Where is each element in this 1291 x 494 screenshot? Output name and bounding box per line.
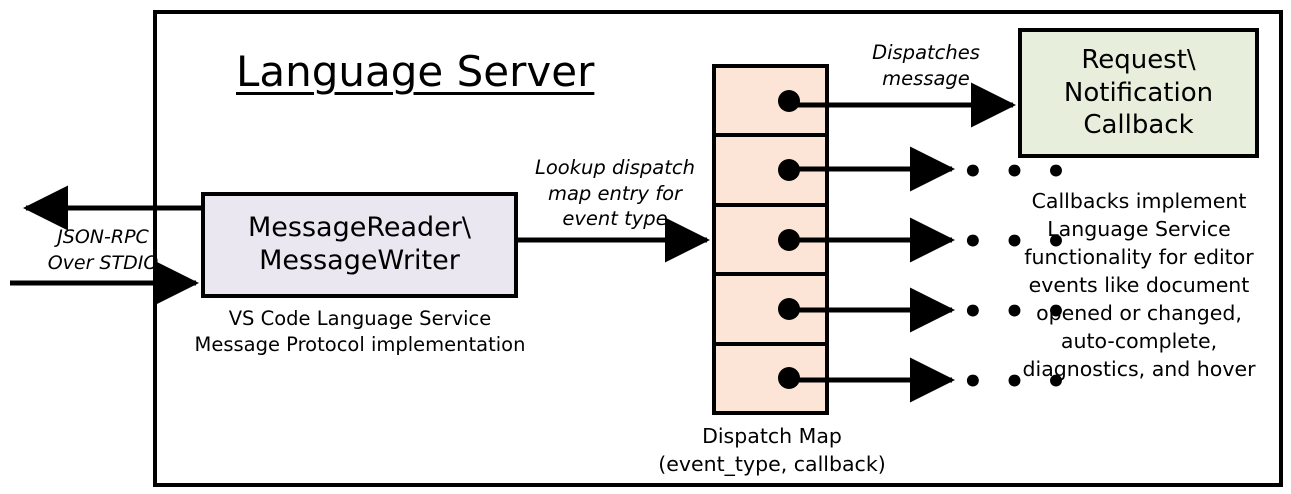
ellipsis-row-5: • • • [962,362,1071,402]
callback-description-line6: auto-complete, [1060,329,1218,354]
callback-box-line1: Request\ [1081,44,1196,75]
table-row [716,276,825,346]
table-row [716,137,825,207]
callback-box-line3: Callback [1083,110,1194,141]
callback-dot-icon [778,228,800,251]
callback-description-line1: Callbacks implement [1031,189,1247,213]
lookup-edge-label-line2: map entry for [547,181,683,205]
message-box-caption-line1: VS Code Language Service [228,307,492,330]
message-box-caption: VS Code Language Service Message Protoco… [185,306,535,359]
transport-label: JSON-RPC Over STDIO [28,224,178,276]
dispatch-edge-label-line1: Dispatches [872,41,980,64]
message-box-line2: MessageWriter [259,245,460,276]
table-row [716,346,825,411]
dispatch-map-caption-line2: (event_type, callback) [658,451,886,476]
callback-box-line2: Notification [1063,77,1214,108]
callback-description-line3: functionality for editor [1024,245,1254,270]
message-box-line1: MessageReader\ [248,212,471,244]
ellipsis-row-4: • • • [962,292,1071,332]
language-server-frame [153,10,1283,487]
dispatch-map-table [712,64,829,415]
message-reader-writer-box: MessageReader\ MessageWriter [201,192,518,298]
ellipsis-row-2: • • • [962,152,1071,192]
lookup-edge-label-line3: event type [562,207,668,231]
lookup-edge-label: Lookup dispatch map entry for event type [520,155,710,232]
transport-label-line2: Over STDIO [47,252,159,275]
callback-dot-icon [778,159,800,182]
table-row [716,68,825,138]
callback-dot-icon [778,297,800,320]
dispatch-map-caption-line1: Dispatch Map [702,424,842,448]
callback-description-line2: Language Service [1047,217,1231,242]
callback-description-line5: opened or changed, [1036,301,1242,326]
transport-label-line1: JSON-RPC [57,226,149,248]
callback-description-line7: diagnostics, and hover [1022,357,1256,382]
dispatch-map-caption: Dispatch Map (event_type, callback) [642,423,902,478]
callback-description-line4: events like document [1028,273,1250,298]
message-box-caption-line2: Message Protocol implementation [194,333,526,357]
lookup-edge-label-line1: Lookup dispatch [535,156,695,179]
ellipsis-row-3: • • • [962,222,1071,262]
callback-dot-icon [778,89,800,112]
request-notification-callback-box: Request\ Notification Callback [1018,28,1259,158]
table-row [716,207,825,277]
callback-description: Callbacks implement Language Service fun… [1013,187,1265,384]
dispatch-edge-label: Dispatches message [836,40,1016,91]
page-title: Language Server [236,47,595,96]
callback-dot-icon [778,367,800,390]
dispatch-edge-label-line2: message [882,66,970,90]
